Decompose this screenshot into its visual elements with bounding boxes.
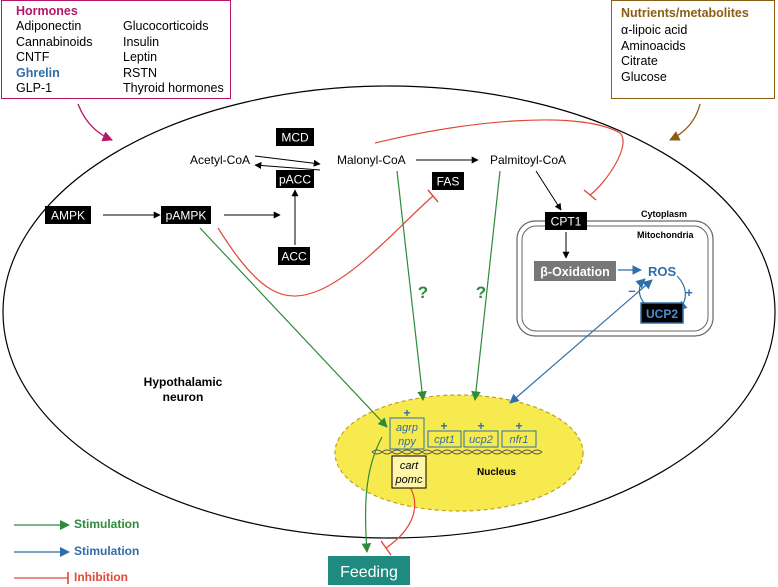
nutrient-item: Citrate xyxy=(621,54,658,68)
inhibition-cart-feeding xyxy=(380,486,416,556)
question-mark-malonyl: ? xyxy=(418,283,428,302)
cytoplasm-label: Cytoplasm xyxy=(641,209,687,219)
gene-nfr1: nfr1 xyxy=(501,430,537,448)
gene-ucp2: ucp2 xyxy=(463,430,499,448)
beta-oxidation-label: β-Oxidation xyxy=(540,265,609,279)
malonyl-coa-label: Malonyl-CoA xyxy=(337,153,406,167)
legend-label-blue: Stimulation xyxy=(74,544,140,558)
beta-oxidation-box: β-Oxidation xyxy=(534,261,616,281)
stimulation-malonyl-nucleus xyxy=(396,170,427,401)
question-mark-palmitoyl: ? xyxy=(476,283,486,302)
nutrients-list: α-lipoic acid Aminoacids Citrate Glucose xyxy=(621,23,687,85)
hormones-entry-arrow xyxy=(77,103,113,142)
agrp-plus: + xyxy=(403,406,410,420)
feeding-label: Feeding xyxy=(340,564,398,581)
pacc-enzyme: pACC xyxy=(276,170,314,188)
nucleus xyxy=(334,394,584,512)
hormones-box: Hormones Adiponectin Cannabinoids CNTF G… xyxy=(1,0,231,99)
hormone-item: CNTF xyxy=(16,50,50,64)
legend-item-blue-stimulation: Stimulation xyxy=(12,543,212,561)
ampk-label: AMPK xyxy=(51,209,85,223)
mcd-enzyme: MCD xyxy=(276,128,314,146)
pacc-label: pACC xyxy=(279,173,311,187)
arrow-palmitoyl-to-cpt1 xyxy=(535,170,562,211)
nutrient-item: Aminoacids xyxy=(621,38,686,53)
neuron-label-line1: Hypothalamic xyxy=(144,375,223,389)
acc-label: ACC xyxy=(281,250,307,264)
stimulation-nucleus-feeding xyxy=(361,436,383,553)
legend-label-inhibition: Inhibition xyxy=(74,570,128,584)
hormone-item: Cannabinoids xyxy=(16,34,93,49)
gene-agrp-npy: agrp npy xyxy=(389,417,425,450)
nutrients-entry-arrow xyxy=(669,103,701,141)
fas-label: FAS xyxy=(437,175,460,189)
ucp2-gene-plus: + xyxy=(477,419,484,433)
gene-nfr1-label: nfr1 xyxy=(510,434,529,446)
palmitoyl-coa-label: Palmitoyl-CoA xyxy=(490,153,566,167)
acetyl-coa-label: Acetyl-CoA xyxy=(190,153,250,167)
gene-ucp2-label: ucp2 xyxy=(469,434,493,446)
ucp2-label: UCP2 xyxy=(646,307,678,321)
nutrient-item: Glucose xyxy=(621,69,667,84)
hormone-item: RSTN xyxy=(123,65,158,80)
stimulation-pampk-nucleus xyxy=(199,227,388,428)
stimulation-palmitoyl-nucleus xyxy=(471,170,501,401)
nfr1-gene-plus: + xyxy=(515,419,522,433)
gene-npy-label: npy xyxy=(398,436,417,448)
inhibition-malonyl-cpt1 xyxy=(374,119,624,201)
legend-green-arrow-icon xyxy=(14,520,70,530)
ros-minus-sign: – xyxy=(628,283,635,298)
hormone-item: Insulin xyxy=(123,34,160,49)
ros-plus-sign: + xyxy=(685,285,693,300)
acc-enzyme: ACC xyxy=(278,247,310,265)
ucp2-box: UCP2 xyxy=(640,302,684,324)
hormone-item: Leptin xyxy=(123,50,158,64)
neuron-label-line2: neuron xyxy=(163,390,204,404)
inhibition-pampk-fas xyxy=(217,189,439,297)
cpt1-label: CPT1 xyxy=(551,215,582,229)
gene-cpt1-label: cpt1 xyxy=(434,434,455,446)
arrow-acetyl-to-malonyl xyxy=(254,155,321,167)
nucleus-label: Nucleus xyxy=(477,467,516,478)
fas-enzyme: FAS xyxy=(432,172,464,190)
gene-agrp-label: agrp xyxy=(396,422,418,434)
hormones-title: Hormones xyxy=(16,4,78,18)
nutrients-title: Nutrients/metabolites xyxy=(621,6,749,20)
ros-label: ROS xyxy=(648,264,677,279)
neuron-membrane xyxy=(2,85,776,539)
feeding-box: Feeding xyxy=(328,556,410,585)
mitochondria-label: Mitochondria xyxy=(637,230,694,240)
gene-pomc-label: pomc xyxy=(395,474,423,486)
pampk-enzyme: pAMPK xyxy=(161,206,211,224)
gene-cpt1: cpt1 xyxy=(427,430,462,448)
stimulation-ros-nucleus xyxy=(509,279,653,404)
dna-strand xyxy=(371,449,543,455)
gene-cart-label: cart xyxy=(400,460,419,472)
nutrients-box: Nutrients/metabolites α-lipoic acid Amin… xyxy=(611,0,775,99)
legend-blue-arrow-icon xyxy=(14,547,70,557)
hormones-col2: Glucocorticoids Insulin Leptin RSTN Thyr… xyxy=(123,19,224,97)
pampk-label: pAMPK xyxy=(166,209,207,223)
hormone-item: Adiponectin xyxy=(16,19,82,33)
hormone-item: Thyroid hormones xyxy=(123,81,224,95)
cpt1-gene-plus: + xyxy=(440,419,447,433)
ampk-enzyme: AMPK xyxy=(45,206,91,224)
nutrient-item: α-lipoic acid xyxy=(621,23,688,37)
mcd-label: MCD xyxy=(281,131,309,145)
hormone-item: Glucocorticoids xyxy=(123,19,209,33)
hormone-item-ghrelin: Ghrelin xyxy=(16,65,60,80)
arrow-malonyl-to-acetyl xyxy=(254,161,321,171)
hormones-col1: Adiponectin Cannabinoids CNTF Ghrelin GL… xyxy=(16,19,92,97)
legend-inhibition-icon xyxy=(14,572,69,584)
gene-cart-pomc: cart pomc xyxy=(391,455,427,489)
legend-item-green-stimulation: Stimulation xyxy=(12,516,212,534)
legend-label-green: Stimulation xyxy=(74,517,140,531)
legend-item-inhibition: Inhibition xyxy=(12,569,212,587)
hormone-item: GLP-1 xyxy=(16,81,53,95)
cpt1-enzyme: CPT1 xyxy=(545,212,587,230)
